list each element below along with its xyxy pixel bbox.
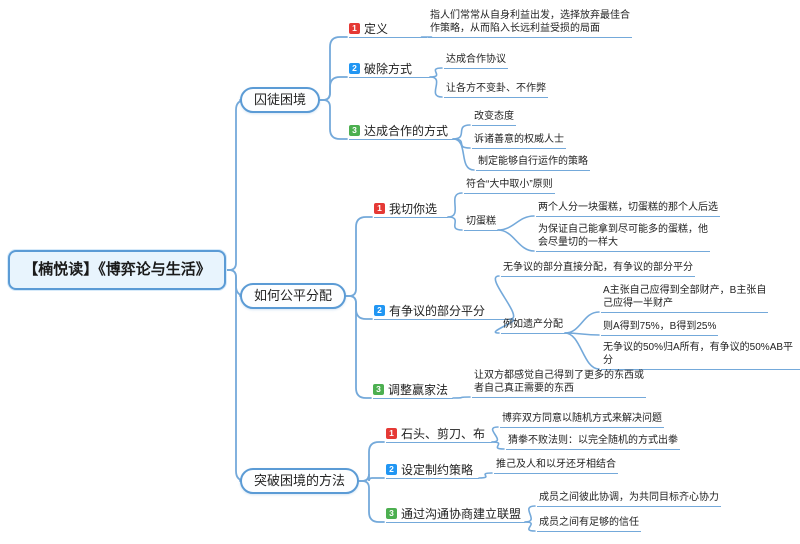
detail-node[interactable]: 符合“大中取小”原则 [464, 178, 555, 194]
subtopic-row[interactable]: 2 破除方式 [349, 62, 430, 78]
connector [564, 332, 600, 336]
detail-node[interactable]: 改变态度 [472, 110, 516, 126]
connector [452, 138, 475, 171]
detail-node[interactable]: 让各方不变卦、不作弊 [444, 82, 548, 98]
detail-node[interactable]: 成员之间彼此协调，为共同目标齐心协力 [537, 491, 721, 507]
detail-node[interactable]: 则A得到75%，B得到25% [601, 320, 719, 336]
connector [319, 99, 348, 140]
connector [345, 295, 372, 399]
subtopic-row[interactable]: 1 石头、剪刀、布 [386, 427, 492, 443]
connector [452, 138, 471, 149]
subtopic-label: 有争议的部分平分 [389, 304, 486, 318]
main-topic[interactable]: 突破困境的方法 [240, 468, 360, 494]
connector [345, 295, 373, 320]
connector [524, 521, 536, 532]
detail-node[interactable]: 让双方都感觉自己得到了更多的东西或 者自己真正需要的东西 [472, 369, 646, 398]
subtopic-label: 设定制约策略 [401, 463, 474, 477]
connector [491, 426, 499, 443]
connector [452, 396, 471, 399]
connector [452, 124, 471, 140]
connector [319, 76, 348, 101]
detail-node[interactable]: 推己及人和以牙还牙相结合 [494, 458, 618, 474]
numbered-badge-3-icon: 3 [386, 508, 397, 519]
detail-node[interactable]: 指人们常常从自身利益出发，选择放弃最佳合 作策略，从而陷入长远利益受损的局面 [428, 9, 632, 38]
connector [478, 472, 493, 479]
numbered-badge-1-icon: 1 [374, 203, 385, 214]
numbered-badge-2-icon: 2 [374, 305, 385, 316]
subtopic-label: 调整赢家法 [388, 383, 449, 397]
connector [358, 441, 385, 482]
subtopic-label: 破除方式 [364, 62, 413, 76]
subtopic-row[interactable]: 1 定义 [349, 22, 427, 38]
detail-node[interactable]: 两个人分一块蛋糕，切蛋糕的那个人后选 [536, 201, 720, 217]
root-topic[interactable]: 【楠悦读】《博弈论与生活》 [8, 250, 226, 290]
subtopic-row[interactable]: 3 通过沟通协商建立联盟 [386, 507, 526, 523]
detail-node[interactable]: 成员之间有足够的信任 [537, 516, 641, 532]
detail-node[interactable]: 无争议的50%归A所有，有争议的50%AB平分 [601, 341, 800, 370]
subtopic-label: 石头、剪刀、布 [401, 427, 486, 441]
subtopic-row[interactable]: 2 有争议的部分平分 [374, 304, 510, 320]
connector [319, 36, 348, 101]
numbered-badge-1-icon: 1 [386, 428, 397, 439]
numbered-badge-3-icon: 3 [349, 125, 360, 136]
connector [447, 216, 463, 231]
detail-node[interactable]: 诉诸善意的权威人士 [472, 133, 566, 149]
connector [429, 76, 443, 98]
connector [564, 332, 600, 370]
detail-node[interactable]: 制定能够自行运作的策略 [476, 155, 590, 171]
numbered-badge-1-icon: 1 [349, 23, 360, 34]
connector [564, 311, 600, 334]
detail-node[interactable]: 博弈双方同意以随机方式来解决问题 [500, 412, 664, 428]
main-topic[interactable]: 囚徒困境 [240, 87, 321, 113]
numbered-badge-2-icon: 2 [349, 63, 360, 74]
detail-node[interactable]: 切蛋糕 [464, 215, 498, 231]
subtopic-label: 定义 [364, 22, 389, 36]
connector [497, 215, 535, 231]
detail-node[interactable]: 无争议的部分直接分配，有争议的部分平分 [501, 261, 695, 277]
connector [524, 505, 536, 523]
detail-node[interactable]: 例如遗产分配 [501, 318, 565, 334]
subtopic-row[interactable]: 2 设定制约策略 [386, 463, 479, 479]
connector [491, 441, 505, 450]
connector [497, 229, 535, 252]
connector [345, 216, 373, 297]
connector [358, 473, 385, 482]
subtopic-row[interactable]: 3 达成合作的方式 [349, 124, 453, 140]
main-topic[interactable]: 如何公平分配 [240, 283, 347, 309]
subtopic-row[interactable]: 3 调整赢家法 [373, 383, 453, 399]
numbered-badge-2-icon: 2 [386, 464, 397, 475]
connector [429, 67, 443, 78]
detail-node[interactable]: A主张自己应得到全部财产，B主张自 己应得一半财产 [601, 284, 769, 313]
subtopic-label: 通过沟通协商建立联盟 [401, 507, 522, 521]
detail-node[interactable]: 猜拳不败法则：以完全随机的方式出拳 [506, 434, 680, 450]
detail-node[interactable]: 达成合作协议 [444, 53, 508, 69]
numbered-badge-3-icon: 3 [373, 384, 384, 395]
connector [358, 480, 385, 523]
subtopic-label: 我切你选 [389, 202, 438, 216]
subtopic-row[interactable]: 1 我切你选 [374, 202, 448, 218]
subtopic-label: 达成合作的方式 [364, 124, 449, 138]
connector [225, 99, 247, 271]
detail-node[interactable]: 为保证自己能拿到尽可能多的蛋糕，他 会尽量切的一样大 [536, 223, 710, 252]
connector [447, 192, 463, 218]
